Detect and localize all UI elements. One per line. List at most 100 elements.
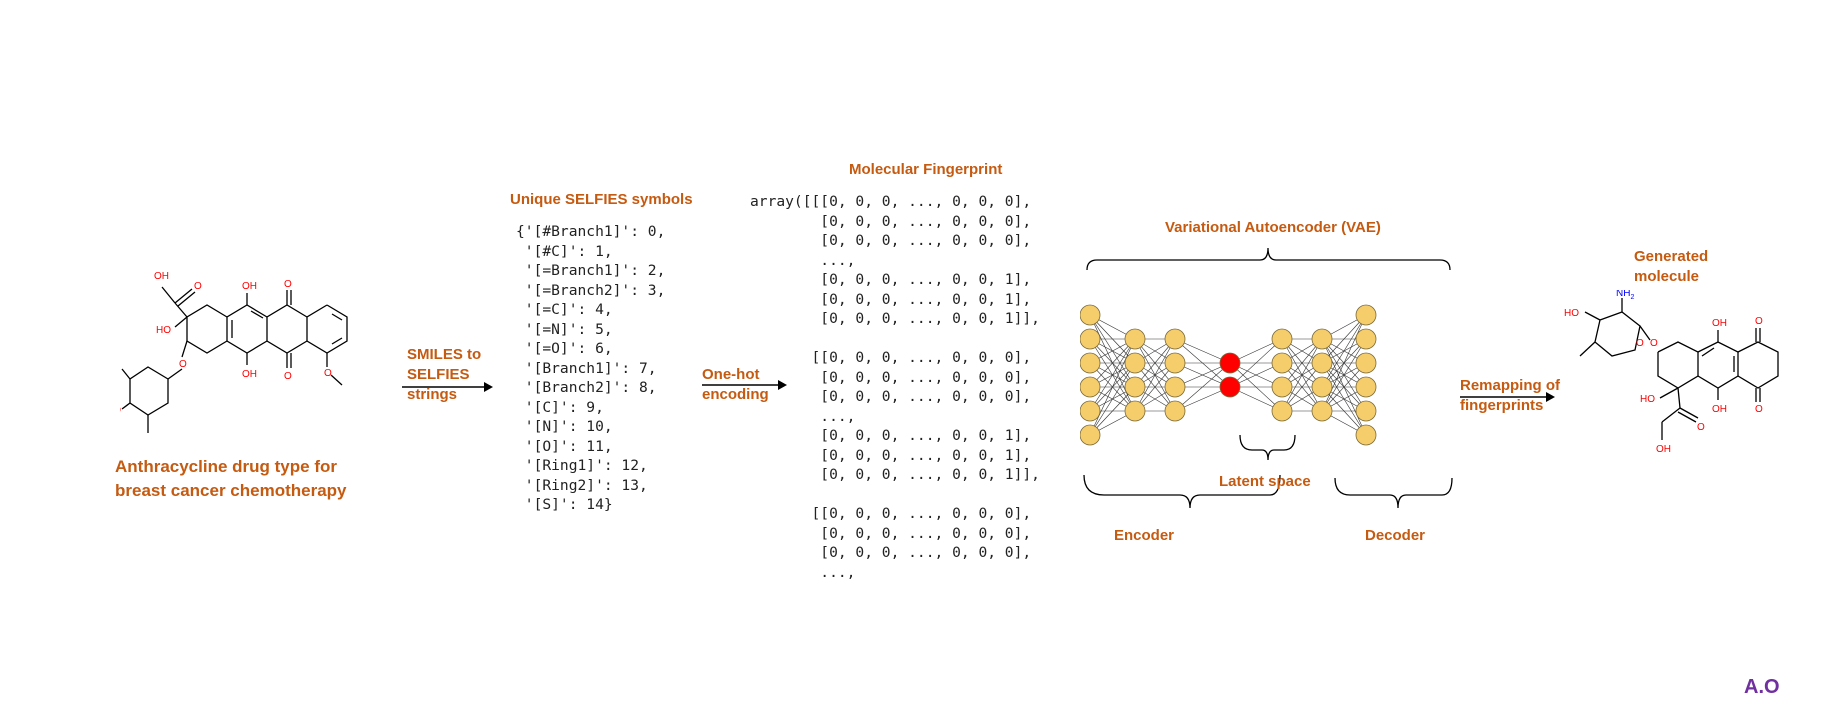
fingerprint-line: [0, 0, 0, ..., 0, 0, 0],	[750, 368, 1032, 386]
vae-connection	[1321, 314, 1367, 388]
vae-connection	[1229, 338, 1283, 388]
neuron	[1080, 424, 1101, 446]
neuron	[1164, 400, 1186, 422]
neuron	[1271, 400, 1293, 422]
vae-brace	[1086, 247, 1451, 271]
selfies-line: '[=C]': 4,	[516, 301, 613, 318]
fingerprint-line: [0, 0, 0, ..., 0, 0, 1],	[750, 446, 1032, 464]
vae-connection	[1321, 314, 1367, 364]
selfies-line: '[=Branch1]': 2,	[516, 262, 666, 279]
neuron	[1080, 328, 1101, 350]
vae-connection	[1089, 386, 1136, 436]
neuron	[1164, 328, 1186, 350]
fingerprint-line: [0, 0, 0, ..., 0, 0, 1],	[750, 427, 1032, 444]
vae-connection	[1174, 362, 1231, 412]
neuron	[1355, 304, 1377, 326]
selfies-line: '[Branch2]': 8,	[516, 379, 657, 396]
vae-network	[1080, 247, 1453, 509]
decoder-label: Decoder	[1365, 527, 1426, 544]
decoder-brace	[1334, 477, 1453, 509]
selfies-line: '[Branch1]': 7,	[516, 359, 657, 377]
fingerprint-line: ...,	[750, 407, 856, 425]
generated-molecule-structure: HO O O OH OH O O HO O OH NH2	[1564, 290, 1779, 455]
selfies-line: '[N]': 10,	[516, 418, 613, 435]
caption-line: breast cancer chemotherapy	[115, 481, 347, 500]
selfies-line: '[=Branch2]': 3,	[516, 281, 666, 299]
neuron	[1080, 352, 1101, 374]
vae-connection	[1281, 338, 1323, 412]
neuron	[1311, 400, 1333, 422]
selfies-line: '[Ring1]': 12,	[516, 457, 648, 474]
svg-text:O: O	[1636, 338, 1644, 349]
fingerprint-line: ...,	[750, 563, 856, 581]
fingerprint-line: [0, 0, 0, ..., 0, 0, 0],	[750, 524, 1032, 542]
vae-connection	[1321, 362, 1367, 412]
svg-text:HO: HO	[120, 405, 121, 416]
fingerprint-line: [[0, 0, 0, ..., 0, 0, 0],	[750, 505, 1032, 522]
svg-text:O: O	[1755, 404, 1763, 415]
neuron	[1124, 352, 1146, 374]
selfies-line: {'[#Branch1]': 0,	[516, 223, 666, 240]
neuron	[1355, 328, 1377, 350]
vae-connection	[1089, 338, 1136, 436]
svg-text:O: O	[179, 359, 187, 370]
vae-connection	[1134, 338, 1176, 388]
svg-text:OH: OH	[242, 369, 257, 380]
fingerprint-line: [0, 0, 0, ..., 0, 0, 0],	[750, 544, 1032, 561]
neuron	[1271, 376, 1293, 398]
neuron	[1164, 352, 1186, 374]
fingerprint-line: [0, 0, 0, ..., 0, 0, 1]],	[750, 310, 1040, 327]
svg-text:OH: OH	[1712, 318, 1727, 329]
fingerprint-line: [[0, 0, 0, ..., 0, 0, 0],	[750, 349, 1032, 366]
step-remapping-label: Remapping of fingerprints	[1460, 377, 1560, 414]
vae-connection	[1089, 338, 1136, 412]
fingerprint-line: array([[[0, 0, 0, ..., 0, 0, 0],	[750, 193, 1032, 210]
caption-line: Anthracycline drug type for	[115, 457, 337, 476]
selfies-line: '[O]': 11,	[516, 437, 613, 455]
arrow-step2	[702, 380, 787, 390]
neuron	[1311, 376, 1333, 398]
selfies-title: Unique SELFIES symbols	[510, 191, 693, 208]
neuron	[1124, 328, 1146, 350]
fingerprint-line: [0, 0, 0, ..., 0, 0, 1]],	[750, 466, 1040, 483]
vae-connection	[1321, 338, 1367, 412]
vae-connection	[1321, 314, 1367, 412]
svg-text:OH: OH	[1712, 404, 1727, 415]
svg-text:O: O	[324, 368, 332, 379]
svg-text:OH: OH	[242, 281, 257, 292]
svg-text:OH: OH	[1656, 444, 1671, 455]
selfies-line: '[Ring2]': 13,	[516, 476, 648, 494]
vae-connection	[1134, 362, 1176, 412]
neuron	[1355, 400, 1377, 422]
step-one-hot-label: One-hot encoding	[702, 366, 769, 403]
vae-connection	[1134, 338, 1176, 412]
neuron	[1080, 400, 1101, 422]
vae-connection	[1281, 362, 1323, 412]
author-signature: A.O	[1744, 676, 1780, 698]
neuron	[1124, 376, 1146, 398]
neuron	[1164, 376, 1186, 398]
fingerprint-line: ...,	[750, 251, 856, 269]
encoder-brace	[1083, 474, 1281, 509]
neuron	[1271, 328, 1293, 350]
selfies-vocabulary: {'[#Branch1]': 0, '[#C]': 1, '[=Branch1]…	[516, 222, 665, 515]
neuron	[1311, 352, 1333, 374]
vae-title: Variational Autoencoder (VAE)	[1165, 219, 1381, 236]
vae-connection	[1089, 338, 1136, 388]
input-molecule-caption: Anthracycline drug type for breast cance…	[115, 455, 347, 503]
neuron	[1355, 424, 1377, 446]
svg-text:O: O	[1650, 338, 1658, 349]
input-molecule-structure: OH OH O O O O OH HO O HO H2N	[120, 271, 348, 433]
fingerprint-array: array([[[0, 0, 0, ..., 0, 0, 0], [0, 0, …	[750, 192, 1040, 582]
latent-brace	[1239, 434, 1296, 461]
selfies-line: '[=N]': 5,	[516, 320, 613, 338]
fingerprint-line: [0, 0, 0, ..., 0, 0, 0],	[750, 388, 1032, 405]
fingerprint-line: [0, 0, 0, ..., 0, 0, 1],	[750, 290, 1032, 308]
svg-text:HO: HO	[156, 325, 171, 336]
fingerprint-line	[750, 329, 1040, 349]
fingerprint-title: Molecular Fingerprint	[849, 161, 1003, 178]
fingerprint-line: [0, 0, 0, ..., 0, 0, 1],	[750, 271, 1032, 288]
svg-text:O: O	[1697, 422, 1705, 433]
step-smiles-to-selfies-label: SMILES to SELFIES strings	[407, 346, 482, 403]
